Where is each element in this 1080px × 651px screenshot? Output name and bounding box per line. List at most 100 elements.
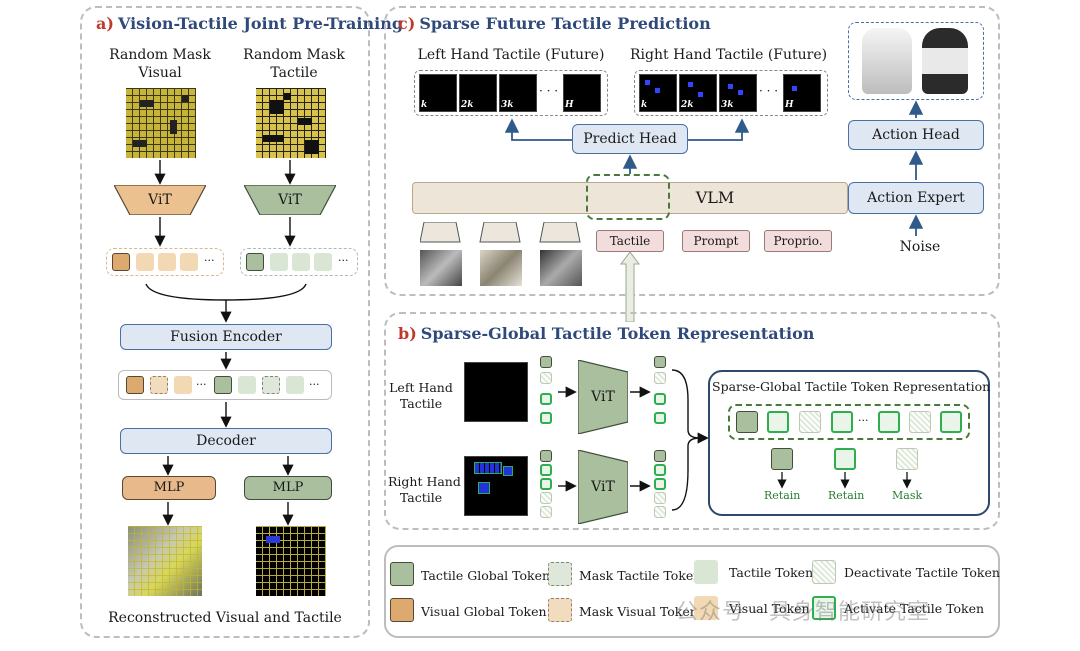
tactile-highlight	[586, 174, 670, 220]
tactile-token-input: Tactile	[596, 230, 664, 252]
activate-tactile-token	[540, 412, 552, 424]
mask-patch	[284, 93, 291, 100]
left-hand-tactile-label: Left Hand Tactile	[388, 380, 454, 412]
robot-image-box	[848, 22, 984, 100]
fusion-encoder-box: Fusion Encoder	[120, 324, 332, 350]
tactile-blue-spot	[266, 536, 280, 543]
mask-patch	[298, 118, 312, 125]
panel-c-title-text: Sparse Future Tactile Prediction	[419, 14, 711, 33]
action-head-box: Action Head	[848, 120, 984, 150]
mask-tactile-line2: Tactile	[270, 65, 318, 81]
tactile-spot	[698, 92, 703, 97]
tactile-global-token	[736, 411, 758, 433]
panel-b	[384, 312, 1000, 530]
mask-visual-token	[150, 376, 168, 394]
frame-label: k	[641, 100, 648, 110]
legend-tactile-token-swatch	[694, 560, 718, 584]
frame-label: H	[785, 100, 794, 110]
tactile-token	[292, 253, 310, 271]
tactile-global-token	[540, 450, 552, 462]
visual-token-row	[106, 248, 224, 276]
mask-visual-label: Random Mask Visual	[100, 46, 220, 82]
reconstructed-tactile-image	[256, 526, 326, 596]
activate-tactile-token	[540, 464, 552, 476]
deactivate-tactile-token	[540, 372, 552, 384]
retain-label-2: Retain	[828, 489, 865, 502]
sparse-token-row	[728, 404, 970, 440]
mask-patch	[133, 140, 147, 147]
panel-c-label: c)	[398, 14, 416, 33]
visual-token	[136, 253, 154, 271]
mask-tactile-token	[262, 376, 280, 394]
tactile-active-grid	[478, 482, 490, 494]
activate-tactile-token	[654, 478, 666, 490]
robot-hand-image	[862, 28, 912, 94]
legend-mask-visual: Mask Visual Token	[579, 604, 698, 619]
tactile-global-token	[654, 450, 666, 462]
left-frame	[499, 74, 537, 112]
right-hand-line1: Right Hand	[388, 474, 461, 489]
legend-mask-tactile: Mask Tactile Token	[579, 568, 702, 583]
visual-token	[158, 253, 176, 271]
sparse-global-box	[708, 370, 990, 516]
panel-b-title: b)Sparse-Global Tactile Token Representa…	[398, 324, 814, 343]
legend-mask-tactile-swatch	[548, 562, 572, 586]
legend-activate-swatch	[812, 596, 836, 620]
retain-mask-arrows	[777, 472, 912, 489]
sparse-global-box-title: Sparse-Global Tactile Token Representati…	[712, 379, 991, 394]
mask-patch	[263, 135, 284, 142]
mask-visual-line1: Random Mask	[109, 47, 211, 63]
mask-tactile-label: Random Mask Tactile	[234, 46, 354, 82]
mask-tactile-line1: Random Mask	[243, 47, 345, 63]
panel-c-title: c)Sparse Future Tactile Prediction	[398, 14, 711, 33]
action-expert-box: Action Expert	[848, 182, 984, 214]
activate-tactile-token	[940, 411, 962, 433]
mask-patch	[182, 95, 189, 102]
frames-dots: · · ·	[759, 84, 779, 98]
tactile-active-grid	[474, 462, 502, 474]
image-encoder-shapes	[420, 222, 581, 243]
tactile-global-token	[771, 448, 793, 470]
activate-tactile-token	[767, 411, 789, 433]
visual-token	[174, 376, 192, 394]
vit-visual-label: ViT	[148, 192, 172, 208]
vit-visual-shape	[114, 185, 206, 215]
ellipsis: ···	[338, 254, 349, 267]
left-future-frames	[414, 70, 608, 116]
tactile-active-grid	[503, 466, 513, 476]
deactivate-tactile-token	[799, 411, 821, 433]
left-future-label: Left Hand Tactile (Future)	[417, 47, 605, 63]
panel-c	[384, 6, 1000, 296]
tactile-global-token	[540, 356, 552, 368]
ellipsis: ···	[309, 378, 320, 391]
deactivate-tactile-token	[909, 411, 931, 433]
tactile-spot	[792, 86, 797, 91]
panel-a	[80, 6, 370, 638]
legend-visual-global-swatch	[390, 598, 414, 622]
legend-box	[384, 545, 1000, 638]
visual-global-token	[126, 376, 144, 394]
tactile-spot	[645, 80, 650, 85]
panel-b-title-text: Sparse-Global Tactile Token Representati…	[420, 324, 815, 343]
humanoid-robot-image	[922, 28, 968, 94]
activate-tactile-token	[540, 393, 552, 405]
legend-mask-visual-swatch	[548, 598, 572, 622]
panel-a-label: a)	[96, 14, 114, 33]
vit-tactile-shape	[244, 185, 336, 215]
legend-visual-global: Visual Global Token	[421, 604, 547, 619]
frame-label: 3k	[501, 100, 514, 110]
legend-deactivate: Deactivate Tactile Token	[844, 565, 1000, 580]
tactile-token	[286, 376, 304, 394]
tactile-spot	[655, 88, 660, 93]
left-frame	[419, 74, 457, 112]
camera-image-1	[420, 250, 462, 286]
frame-label: k	[421, 100, 428, 110]
right-frame	[783, 74, 821, 112]
visual-global-token	[112, 253, 130, 271]
reconstructed-visual-image	[128, 526, 202, 596]
right-hand-tactile-label: Right Hand Tactile	[388, 474, 461, 506]
mask-label: Mask	[892, 489, 923, 502]
camera-image-2	[480, 250, 522, 286]
mask-patch	[270, 100, 284, 114]
vit-right-label: ViT	[591, 479, 615, 495]
